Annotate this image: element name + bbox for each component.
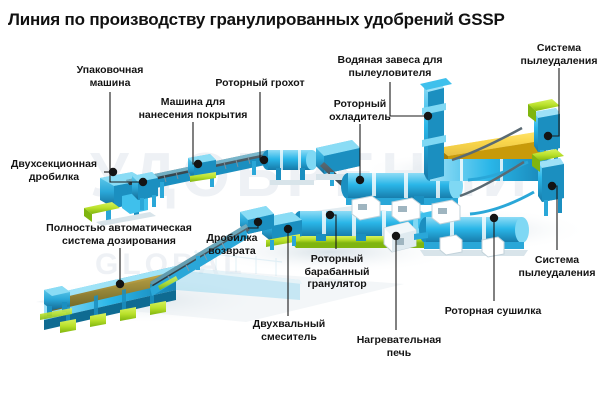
callout-dot-water-curtain-dust-catcher[interactable] xyxy=(423,111,433,121)
callout-dot-dust-removal-system-bottom[interactable] xyxy=(547,181,557,191)
page-title: Линия по производству гранулированных уд… xyxy=(7,9,507,31)
callout-label-rotary-screener: Роторный грохот xyxy=(215,77,305,89)
callout-label-rotary-drum-granulator: Роторный барабанный гранулятор xyxy=(304,253,370,290)
machine-rotary-cooler xyxy=(341,173,463,225)
duct-network-right xyxy=(467,160,535,216)
callout-dot-two-section-crusher[interactable] xyxy=(108,167,118,177)
duct-network-dark xyxy=(451,126,525,198)
machine-coating-drum xyxy=(262,150,318,185)
callout-dot-return-crusher[interactable] xyxy=(253,217,263,227)
callout-label-coating-machine: Машина для нанесения покрытия xyxy=(138,96,248,121)
callout-dot-coating-machine[interactable] xyxy=(193,159,203,169)
callout-label-rotary-cooler: Роторный охладитель xyxy=(329,98,391,123)
leader-coating-machine xyxy=(192,122,198,165)
machine-two-section-crusher xyxy=(84,172,156,226)
callout-label-dust-removal-system-top: Система пылеудаления xyxy=(520,42,598,67)
leader-packaging-machine xyxy=(109,92,143,183)
callout-dot-packaging-machine[interactable] xyxy=(138,177,148,187)
control-cabinets-right xyxy=(439,234,505,258)
callout-label-return-crusher: Дробилка возврата xyxy=(206,232,258,257)
callout-label-two-section-crusher: Двухсекционная дробилка xyxy=(10,158,98,183)
machine-batching-system xyxy=(36,250,404,333)
callout-dot-fully-automatic-batching-system[interactable] xyxy=(115,279,125,289)
leader-rotary-screener xyxy=(259,92,264,161)
callout-dot-rotary-cooler[interactable] xyxy=(355,175,365,185)
callout-label-dust-removal-system-bottom: Система пылеудаления xyxy=(518,254,596,279)
leader-water-curtain xyxy=(389,82,428,117)
leader-rotary-drum-granulator xyxy=(330,214,337,249)
callout-dot-rotary-screener[interactable] xyxy=(259,155,269,165)
machine-return-crusher xyxy=(150,206,274,296)
machine-feeder-left xyxy=(40,286,72,320)
callout-label-twin-shaft-mixer: Двухвальный смеситель xyxy=(252,318,326,343)
callout-label-fully-automatic-batching-system: Полностью автоматическая система дозиров… xyxy=(46,222,192,247)
callout-dot-rotary-drum-granulator[interactable] xyxy=(325,210,335,220)
callout-label-heating-furnace: Нагревательная печь xyxy=(356,334,442,359)
callout-dot-heating-furnace[interactable] xyxy=(391,231,401,241)
callout-label-packaging-machine: Упаковочная машина xyxy=(76,64,144,89)
callout-dot-dust-removal-system-top[interactable] xyxy=(543,131,553,141)
callout-dot-twin-shaft-mixer[interactable] xyxy=(283,224,293,234)
callout-label-rotary-dryer: Роторная сушилка xyxy=(444,305,542,317)
callout-label-water-curtain-dust-catcher: Водяная завеса для пылеуловителя xyxy=(337,54,443,79)
leader-dust-bottom xyxy=(552,185,558,250)
callout-dot-rotary-dryer[interactable] xyxy=(489,213,499,223)
machine-water-curtain-dust-catcher xyxy=(420,78,452,180)
leader-dust-top xyxy=(548,68,560,137)
